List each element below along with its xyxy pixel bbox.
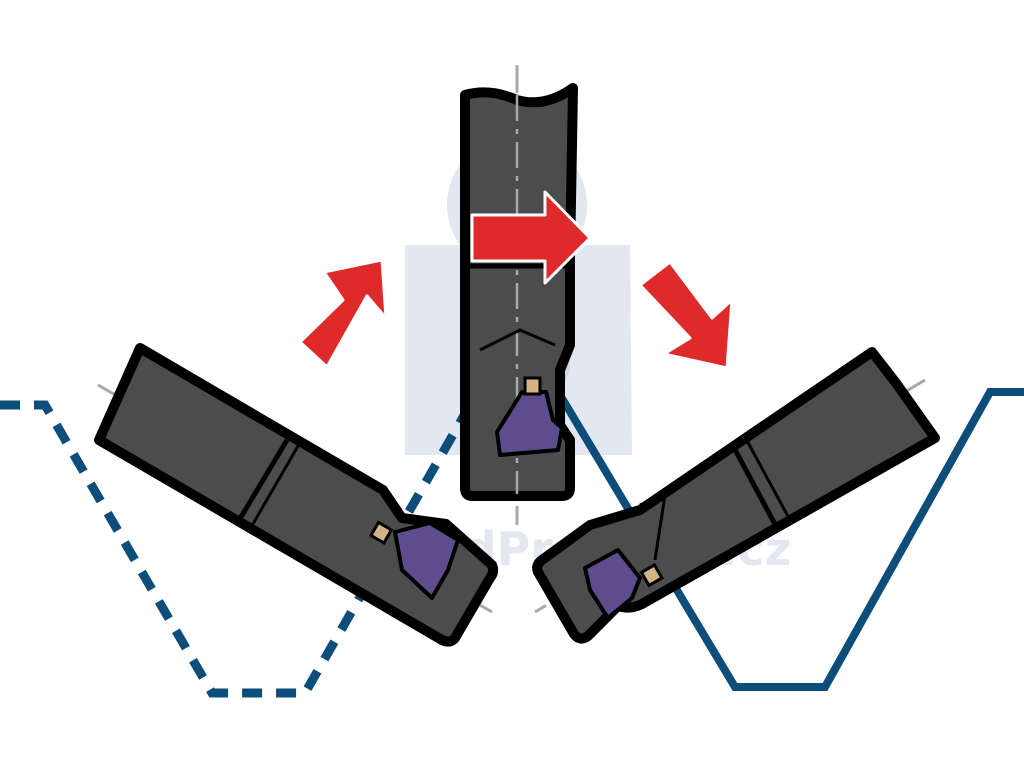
center-tool-clamp-line [479, 328, 556, 352]
left-tool-body [94, 343, 499, 647]
left-tool-joint-line-1 [235, 438, 290, 524]
center-tool-insert-tip [523, 376, 542, 396]
right-tool-body [532, 347, 940, 644]
right-tool [532, 347, 940, 644]
arrow-down-right [638, 260, 734, 370]
left-tool [94, 343, 499, 647]
left-tool-insert-tip [368, 520, 394, 545]
right-tool-joint-line-1 [729, 442, 780, 530]
arrow-right [470, 190, 592, 285]
center-tool [460, 65, 578, 525]
left-tool-insert [393, 521, 460, 600]
right-tool-joint-line-2 [743, 436, 792, 521]
arrow-up-right [298, 258, 388, 369]
right-tool-insert [583, 548, 642, 620]
right-tool-clamp-line [639, 492, 667, 561]
right-tool-insert-tip [639, 562, 664, 588]
center-tool-insert [495, 390, 564, 457]
left-tool-joint-line-2 [248, 445, 300, 530]
